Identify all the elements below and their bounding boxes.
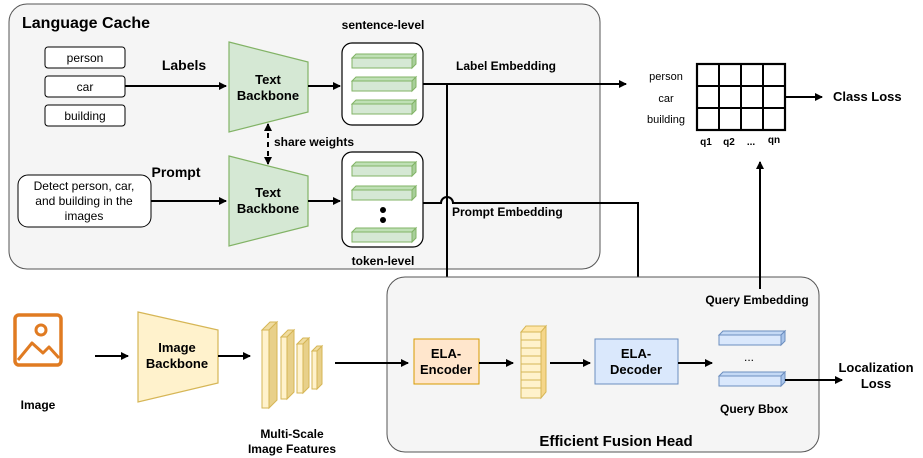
matrix-col-q2: q2 [723, 137, 735, 148]
text-backbone-top [228, 41, 309, 133]
token-bar-3 [350, 226, 418, 244]
text-backbone-bottom-line2: Backbone [237, 201, 299, 216]
ela-decoder-line1: ELA- [621, 346, 651, 361]
matrix-col-q1: q1 [700, 137, 712, 148]
encoded-token-stack [519, 324, 548, 400]
prompt-line-1: Detect person, car, [34, 179, 135, 193]
token-level-label: token-level [352, 254, 415, 268]
image-backbone-line2: Backbone [146, 356, 208, 371]
text-backbone-top-line2: Backbone [237, 88, 299, 103]
matrix-row-building: building [647, 114, 685, 126]
prompt-embedding-label: Prompt Embedding [452, 205, 563, 219]
token-dot-2 [380, 217, 386, 223]
ela-encoder-line2: Encoder [420, 362, 472, 377]
text-backbone-bottom [228, 155, 309, 247]
class-matrix-grid [695, 62, 787, 132]
feature-map-1 [260, 320, 279, 410]
ela-decoder-block [594, 338, 679, 385]
label-embedding-label: Label Embedding [456, 59, 556, 73]
sentence-embedding-bars [350, 52, 418, 116]
localization-loss-line1: Localization [838, 360, 913, 375]
query-bar-top [717, 329, 787, 347]
prompt-line-2: and building in the [35, 194, 133, 208]
feature-map-3 [295, 336, 311, 395]
prompt-heading: Prompt [152, 164, 201, 180]
matrix-row-person: person [649, 71, 683, 83]
labels-heading: Labels [162, 57, 207, 73]
label-building: building [64, 109, 105, 123]
query-ellipsis: ... [744, 350, 754, 364]
token-bar-2 [350, 184, 418, 202]
sentence-bar-1 [350, 52, 418, 70]
ela-decoder-line2: Decoder [610, 362, 662, 377]
query-embedding-label: Query Embedding [705, 293, 808, 307]
image-icon [13, 313, 63, 367]
token-dot-1 [380, 207, 386, 213]
label-box-person [44, 46, 126, 69]
token-embedding-bars [350, 160, 418, 244]
feature-map-2 [279, 328, 296, 401]
image-backbone-line1: Image [158, 340, 196, 355]
sentence-bar-3 [350, 98, 418, 116]
label-car: car [77, 80, 94, 94]
fusion-head-title: Efficient Fusion Head [539, 433, 692, 450]
label-person: person [67, 51, 104, 65]
prompt-line-3: images [65, 209, 104, 223]
sentence-bar-2 [350, 75, 418, 93]
image-backbone [137, 311, 219, 403]
multi-scale-feature-maps [260, 320, 324, 410]
localization-loss-line2: Loss [861, 376, 891, 391]
sentence-level-label: sentence-level [342, 18, 425, 32]
features-label-line2: Image Features [248, 442, 336, 456]
query-bar-bottom [717, 370, 787, 388]
token-bar-1 [350, 160, 418, 178]
matrix-col-qn: qn [768, 135, 780, 146]
text-backbone-top-line1: Text [255, 72, 281, 87]
text-backbone-bottom-line1: Text [255, 185, 281, 200]
matrix-col-ellipsis: ... [747, 137, 756, 148]
ela-encoder-line1: ELA- [431, 346, 461, 361]
class-loss-label: Class Loss [833, 89, 902, 104]
label-box-building [44, 104, 126, 127]
share-weights-label: share weights [274, 135, 354, 149]
matrix-row-car: car [658, 93, 674, 105]
ela-encoder-block [413, 338, 480, 385]
image-label: Image [21, 398, 56, 412]
query-bbox-label: Query Bbox [720, 402, 788, 416]
feature-map-4 [310, 344, 324, 391]
prompt-embedding-arrow [423, 196, 642, 336]
language-cache-title: Language Cache [22, 15, 150, 32]
features-label-line1: Multi-Scale [260, 427, 324, 441]
